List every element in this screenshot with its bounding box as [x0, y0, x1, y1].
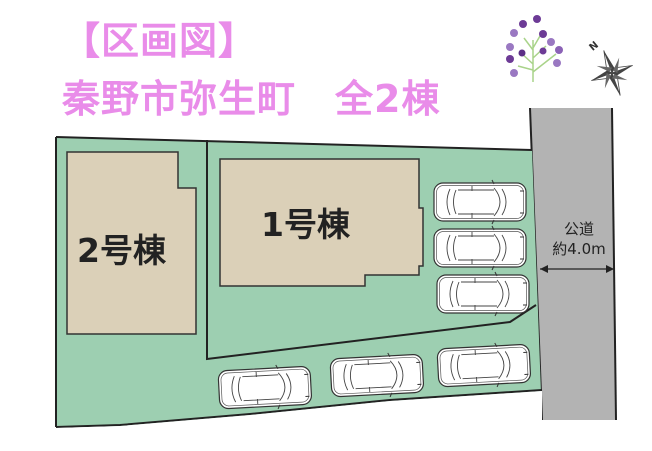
road-width: 約4.0m — [552, 240, 606, 258]
parking-space-6 — [436, 340, 532, 391]
title-location: 秦野市弥生町 全2棟 — [62, 77, 441, 121]
building-2 — [66, 151, 197, 335]
public-road — [530, 108, 616, 420]
parking-space-2 — [433, 225, 527, 271]
parking-space-3 — [436, 271, 530, 317]
flower-icon — [506, 15, 563, 82]
compass-north-label: N — [587, 40, 600, 54]
lot-1-label: 1号棟 — [261, 205, 350, 244]
parking-space-1 — [433, 179, 527, 225]
parking-space-5 — [329, 350, 425, 401]
title-section-label: 【区画図】 — [62, 19, 258, 63]
compass-icon — [591, 50, 633, 96]
parking-space-4 — [217, 362, 313, 413]
lot-2-label: 2号棟 — [77, 231, 166, 270]
lot-1-boundary — [206, 140, 537, 361]
road-name: 公道 — [563, 220, 594, 238]
road-label: 公道 約4.0m — [542, 219, 616, 259]
building-1 — [219, 158, 424, 287]
